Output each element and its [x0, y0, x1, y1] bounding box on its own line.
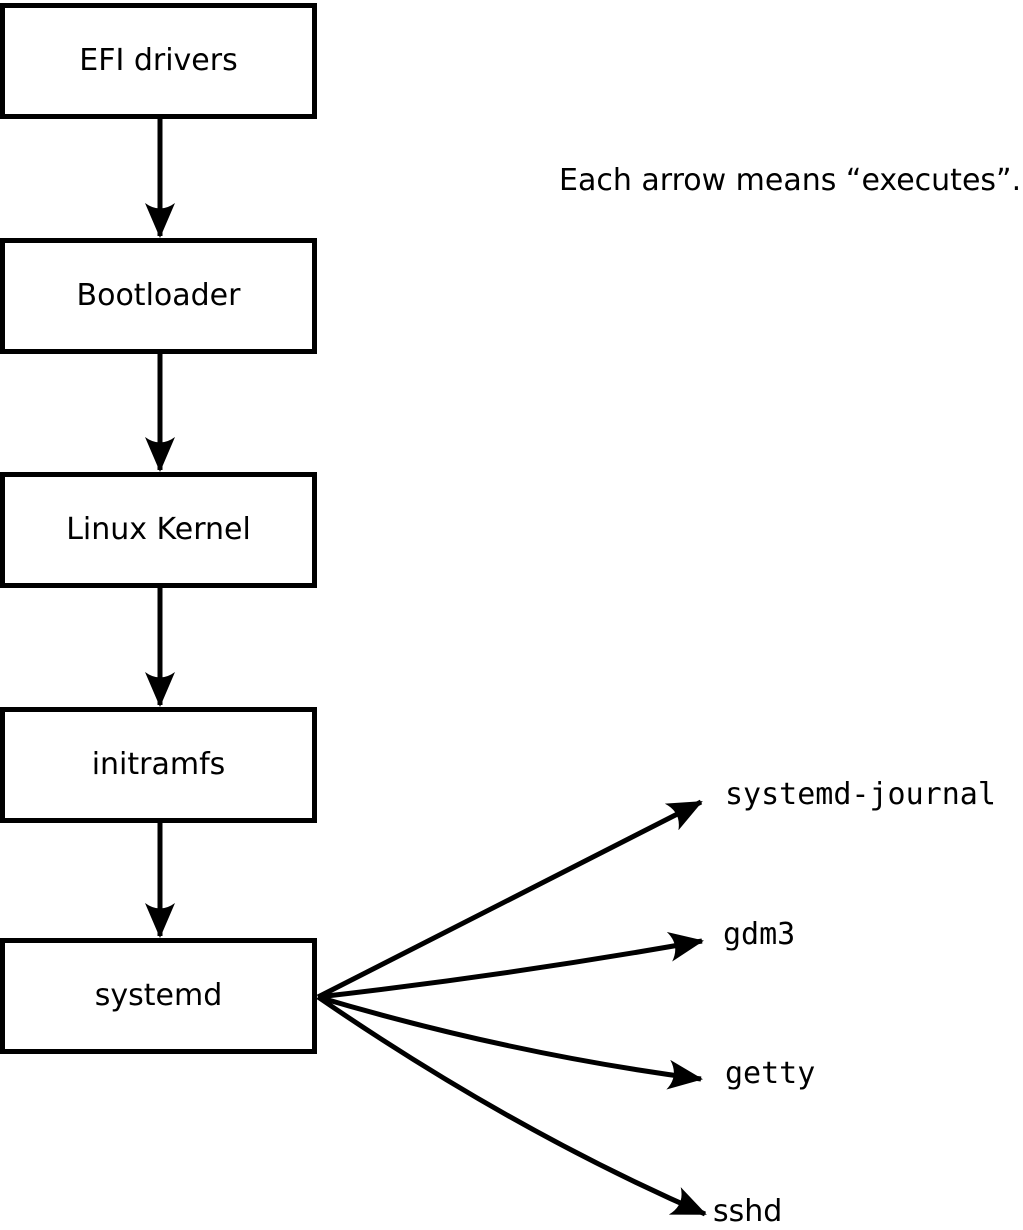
arrow-systemd-to-sshd	[316, 994, 707, 1217]
arrow-legend-text: Each arrow means “executes”.	[559, 163, 1022, 198]
arrow-systemd-to-gdm3	[317, 932, 704, 1000]
box-initramfs: initramfs	[0, 707, 317, 823]
box-linux-kernel: Linux Kernel	[0, 472, 317, 588]
box-initramfs-label: initramfs	[91, 747, 226, 782]
box-efi-drivers-label: EFI drivers	[79, 43, 238, 78]
label-systemd-journal: systemd-journal	[725, 777, 996, 812]
arrow-systemd-to-getty	[317, 994, 703, 1090]
label-getty: getty	[725, 1056, 816, 1091]
label-sshd: sshd	[713, 1194, 783, 1229]
box-linux-kernel-label: Linux Kernel	[66, 512, 251, 547]
label-gdm3: gdm3	[723, 917, 796, 952]
box-efi-drivers: EFI drivers	[0, 3, 317, 119]
box-systemd: systemd	[0, 938, 317, 1054]
box-bootloader-label: Bootloader	[76, 278, 241, 313]
arrow-systemd-to-systemd-journal	[316, 799, 703, 1000]
box-systemd-label: systemd	[94, 978, 223, 1013]
box-bootloader: Bootloader	[0, 238, 317, 354]
